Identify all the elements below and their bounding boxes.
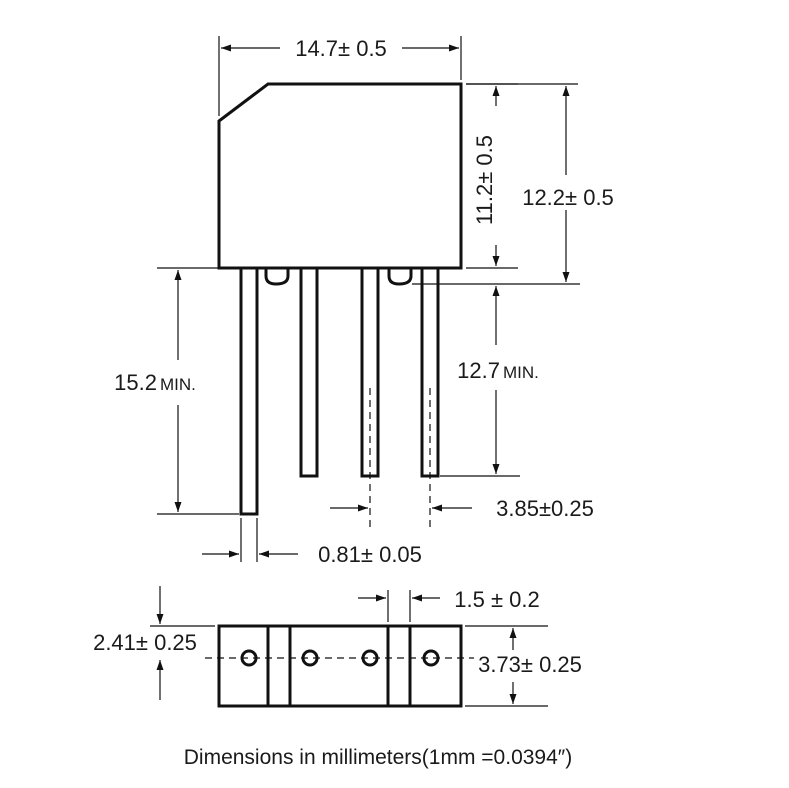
- dim-bottom-height: 3.73± 0.25: [478, 652, 582, 677]
- lead-3: [360, 266, 380, 478]
- body-tab-left: [264, 268, 290, 286]
- leads: [239, 266, 440, 516]
- package-body: [217, 82, 463, 270]
- lead-4: [420, 266, 440, 478]
- dim-body-height-outer: 12.2± 0.5: [522, 185, 614, 210]
- lead-1: [239, 266, 259, 516]
- pin-hole-2: [301, 649, 319, 667]
- pin-hole-3: [361, 649, 379, 667]
- lead-2: [299, 266, 319, 478]
- dim-body-width: 14.7± 0.5: [295, 36, 387, 61]
- dim-lead-pitch: 3.85±0.25: [496, 496, 594, 521]
- caption: Dimensions in millimeters(1mm =0.0394″): [184, 746, 572, 769]
- pin-hole-1: [240, 649, 258, 667]
- dim-body-height-inner: 11.2± 0.5: [472, 135, 497, 225]
- dim-lead-width: 0.81± 0.05: [318, 542, 422, 567]
- pin-hole-4: [422, 649, 440, 667]
- dim-bottom-offset: 2.41± 0.25: [93, 630, 197, 655]
- bottom-view: [205, 624, 474, 708]
- dim-bottom-gap: 1.5 ± 0.2: [454, 587, 539, 612]
- body-tab-right: [387, 268, 413, 286]
